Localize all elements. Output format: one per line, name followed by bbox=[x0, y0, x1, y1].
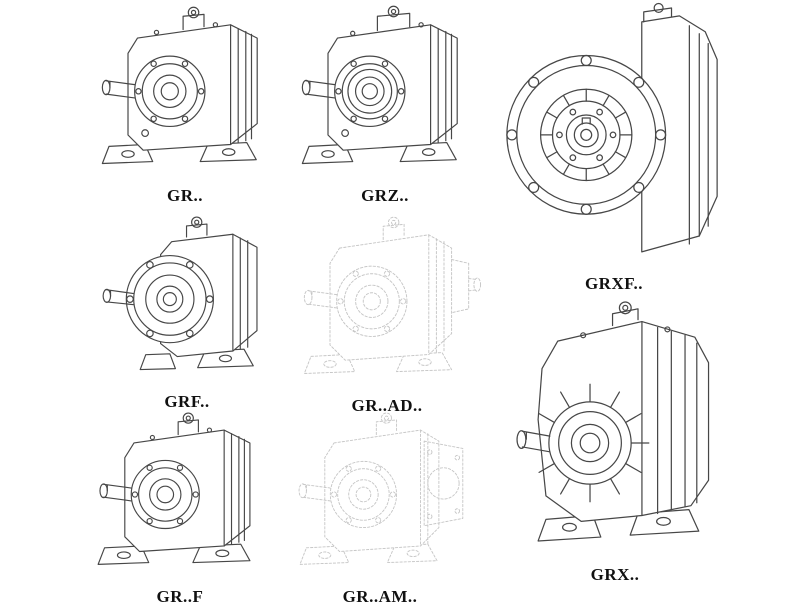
figure-grf: GRF.. bbox=[92, 212, 282, 412]
gr-f-gearbox-illustration bbox=[97, 412, 251, 565]
grf-gearbox-illustration bbox=[102, 216, 258, 371]
gr-am-gearbox-illustration bbox=[298, 412, 464, 565]
figure-gr-f: GR..F bbox=[88, 408, 272, 607]
figure-grx: GRX.. bbox=[495, 300, 735, 585]
figure-grz-label: GRZ.. bbox=[361, 186, 409, 206]
grxf-gearbox-illustration bbox=[506, 2, 718, 253]
figure-grx-label: GRX.. bbox=[590, 564, 640, 584]
figure-grxf: GRXF.. bbox=[495, 2, 733, 294]
figure-grz: GRZ.. bbox=[290, 2, 480, 206]
figure-gr: GR.. bbox=[90, 2, 280, 206]
figure-gr-ad: GR..AD.. bbox=[292, 212, 482, 416]
figure-gr-label: GR.. bbox=[167, 186, 203, 206]
gr-ad-gearbox-illustration bbox=[303, 216, 482, 374]
figure-gr-f-label: GR..F bbox=[156, 586, 204, 606]
figure-grxf-label: GRXF.. bbox=[584, 273, 644, 293]
figure-gr-ad-label: GR..AD.. bbox=[351, 396, 423, 416]
grx-gearbox-illustration bbox=[516, 301, 710, 542]
figure-gr-am-label: GR..AM.. bbox=[342, 586, 418, 606]
grz-gearbox-illustration bbox=[301, 5, 458, 165]
gr-gearbox-illustration bbox=[101, 6, 258, 165]
figure-gr-am: GR..AM.. bbox=[288, 408, 472, 607]
figure-grf-label: GRF.. bbox=[164, 391, 210, 411]
